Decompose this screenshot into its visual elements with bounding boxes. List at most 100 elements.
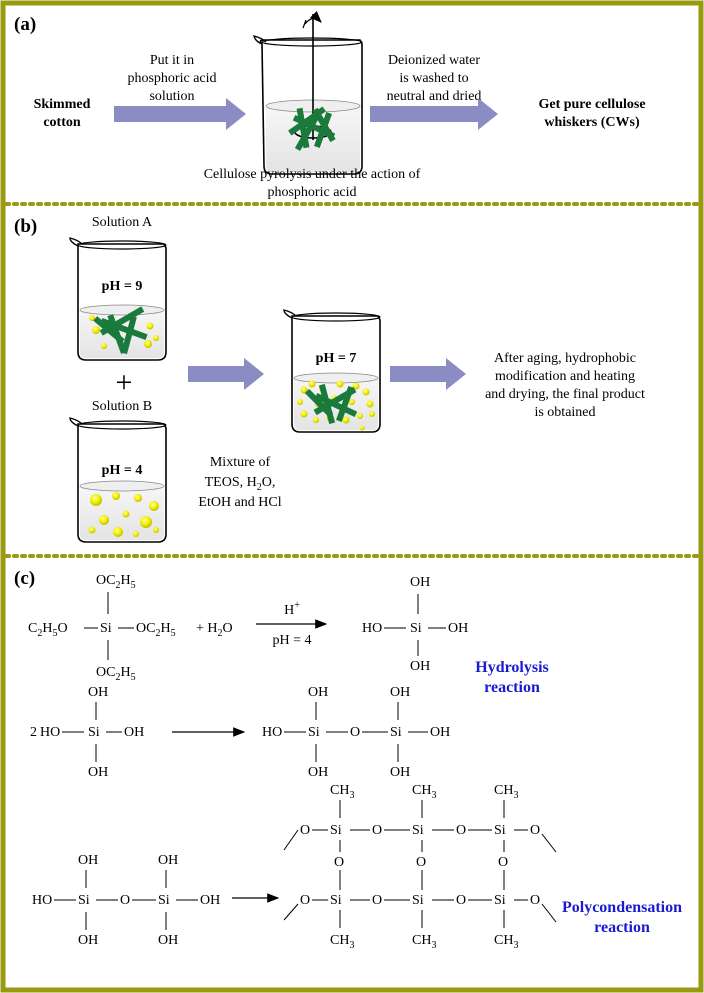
panel-a-label: (a): [14, 14, 36, 35]
svg-text:O: O: [498, 855, 508, 870]
svg-text:Si: Si: [78, 893, 90, 908]
beaker-a: [69, 237, 167, 361]
caption-line-1: Cellulose pyrolysis under the action of: [204, 167, 421, 182]
silica-network: O Si O Si O Si O CH3 CH3 CH3 O O O O Si: [283, 783, 557, 951]
water-reagent: + H2O: [196, 621, 233, 639]
polycondensation-label-1: Polycondensation: [562, 899, 682, 916]
svg-text:O: O: [300, 893, 310, 908]
final-line-3: and drying, the final product: [485, 387, 645, 402]
svg-text:OH: OH: [88, 765, 108, 780]
polycondensation-reactant: HO Si OH OH O Si OH OH OH: [32, 853, 220, 948]
svg-text:Si: Si: [494, 823, 506, 838]
end-label-2: whiskers (CWs): [544, 115, 640, 130]
svg-text:OH: OH: [200, 893, 220, 908]
svg-text:O: O: [530, 893, 540, 908]
svg-text:CH3: CH3: [494, 933, 518, 951]
svg-text:Si: Si: [494, 893, 506, 908]
svg-text:OH: OH: [410, 575, 430, 590]
panel-b-label: (b): [14, 216, 37, 237]
stirred-beaker: [253, 10, 363, 175]
svg-text:O: O: [372, 893, 382, 908]
svg-text:Si: Si: [308, 725, 320, 740]
step1-line-3: solution: [149, 89, 194, 104]
svg-text:Si: Si: [100, 621, 112, 636]
svg-text:O: O: [456, 823, 466, 838]
svg-text:HO: HO: [32, 893, 52, 908]
svg-text:O: O: [456, 893, 466, 908]
ph-mix-label: pH = 7: [316, 351, 357, 366]
svg-text:OH: OH: [308, 685, 328, 700]
process-arrow-3: [188, 358, 264, 390]
svg-text:CH3: CH3: [412, 933, 436, 951]
beaker-mixture: [283, 309, 381, 433]
polycondensation-label-2: reaction: [594, 919, 650, 936]
svg-text:CH3: CH3: [330, 783, 354, 801]
svg-text:CH3: CH3: [494, 783, 518, 801]
step2-line-1: Deionized water: [388, 53, 480, 68]
svg-text:Si: Si: [412, 893, 424, 908]
step2-line-3: neutral and dried: [387, 89, 482, 104]
svg-text:O: O: [120, 893, 130, 908]
svg-text:OH: OH: [448, 621, 468, 636]
end-label-1: Get pure cellulose: [538, 97, 645, 112]
svg-text:OH: OH: [390, 685, 410, 700]
svg-text:Si: Si: [158, 893, 170, 908]
disiloxane-product: HO Si OH OH O Si OH OH OH: [262, 685, 450, 780]
final-line-2: modification and heating: [495, 369, 635, 384]
step1-line-2: phosphoric acid: [127, 71, 216, 86]
svg-text:CH3: CH3: [330, 933, 354, 951]
silanol-molecule: OH HO Si OH OH: [362, 575, 468, 674]
svg-text:Si: Si: [330, 823, 342, 838]
process-arrow-4: [390, 358, 466, 390]
ph-a-label: pH = 9: [102, 279, 143, 294]
svg-text:OH: OH: [158, 853, 178, 868]
svg-text:CH3: CH3: [412, 783, 436, 801]
start-label-1: Skimmed: [34, 97, 91, 112]
solution-b-label: Solution B: [92, 399, 152, 414]
svg-text:OH: OH: [78, 933, 98, 948]
svg-text:OH: OH: [124, 725, 144, 740]
svg-text:C2H5O: C2H5O: [28, 621, 68, 639]
arrow-condition: pH = 4: [272, 633, 311, 648]
svg-text:O: O: [530, 823, 540, 838]
svg-text:Si: Si: [390, 725, 402, 740]
arrow-catalyst: H+: [284, 600, 300, 618]
svg-text:O: O: [372, 823, 382, 838]
svg-text:OC2H5: OC2H5: [136, 621, 176, 639]
svg-text:O: O: [300, 823, 310, 838]
svg-text:OC2H5: OC2H5: [96, 573, 136, 591]
hydrolysis-label-2: reaction: [484, 679, 540, 696]
panel-c-label: (c): [14, 568, 35, 589]
svg-text:OH: OH: [88, 685, 108, 700]
ph-b-label: pH = 4: [102, 463, 143, 478]
svg-text:OC2H5: OC2H5: [96, 665, 136, 683]
svg-text:Si: Si: [412, 823, 424, 838]
svg-text:Si: Si: [410, 621, 422, 636]
svg-text:OH: OH: [158, 933, 178, 948]
hydrolysis-label-1: Hydrolysis: [475, 659, 549, 676]
svg-text:Si: Si: [330, 893, 342, 908]
svg-text:OH: OH: [430, 725, 450, 740]
svg-text:O: O: [416, 855, 426, 870]
svg-text:2: 2: [30, 725, 37, 740]
svg-text:HO: HO: [40, 725, 60, 740]
svg-text:Si: Si: [88, 725, 100, 740]
final-line-4: is obtained: [534, 405, 595, 420]
mixture-line-1: Mixture of: [210, 455, 271, 470]
step1-line-1: Put it in: [150, 53, 194, 68]
beaker-b: [69, 417, 167, 543]
svg-text:HO: HO: [262, 725, 282, 740]
final-line-1: After aging, hydrophobic: [494, 351, 636, 366]
svg-text:OH: OH: [390, 765, 410, 780]
condensation-reactant: 2 HO Si OH OH OH: [30, 685, 144, 780]
svg-text:O: O: [350, 725, 360, 740]
mixture-line-2: TEOS, H2O,: [205, 475, 276, 493]
step2-line-2: is washed to: [399, 71, 468, 86]
mixture-line-3: EtOH and HCl: [198, 495, 281, 510]
caption-line-2: phosphoric acid: [267, 185, 356, 200]
process-arrow-1: [114, 98, 246, 130]
svg-text:OH: OH: [308, 765, 328, 780]
start-label-2: cotton: [43, 115, 81, 130]
plus-sign: +: [116, 366, 133, 399]
